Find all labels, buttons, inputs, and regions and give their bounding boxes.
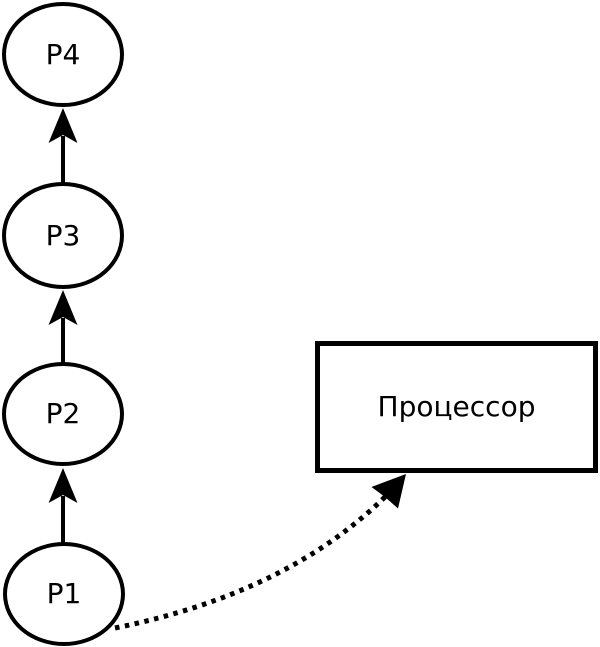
node-p1-label: P1 — [46, 577, 82, 610]
node-p3-label: P3 — [45, 218, 81, 252]
node-p2: P2 — [2, 362, 124, 466]
node-p1: P1 — [3, 542, 125, 646]
node-p2-label: P2 — [45, 397, 81, 430]
node-processor: Процессор — [315, 341, 598, 473]
edge-p2-to-p3 — [48, 290, 78, 364]
edge-p1-to-processor — [114, 474, 406, 631]
node-p4: P4 — [2, 2, 124, 107]
node-processor-label: Процессор — [377, 390, 536, 423]
node-p3: P3 — [2, 182, 124, 289]
edge-p3-to-p4 — [48, 108, 78, 183]
node-p4-label: P4 — [45, 37, 81, 71]
edge-p1-to-p2 — [48, 468, 78, 543]
